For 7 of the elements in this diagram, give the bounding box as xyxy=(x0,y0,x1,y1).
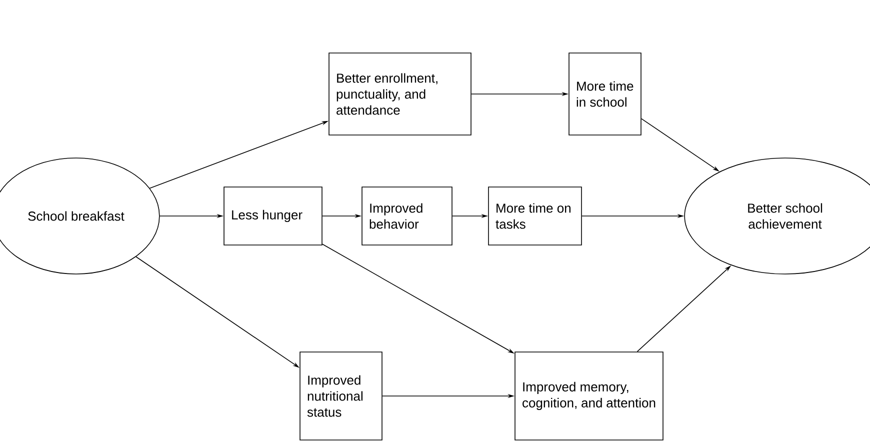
process-box: More time in school xyxy=(568,52,642,136)
process-box: Better enrollment, punctuality, and attendance xyxy=(328,52,472,136)
process-box: More time on tasks xyxy=(488,186,582,246)
process-box: Less hunger xyxy=(224,186,322,246)
process-box: Improved nutritional status xyxy=(300,352,382,440)
process-box: Improved behavior xyxy=(362,186,452,246)
process-box: Improved memory, cognition, and attention xyxy=(514,352,664,440)
